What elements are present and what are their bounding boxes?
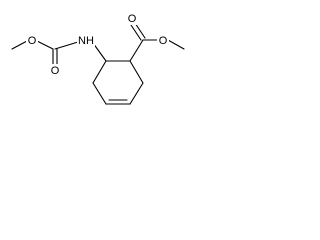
bond-nitrogen-to-ring — [92, 42, 107, 62]
bonds — [11, 22, 185, 105]
bond-ester-oxygen-to-methyl — [167, 39, 185, 50]
bond-methyl-to-carbamate-oxygen — [11, 40, 28, 50]
ester-methyl-oxygen-label: O — [159, 35, 168, 47]
ring-bond-c3-c4 — [129, 82, 144, 105]
ring-bond-c2-c3 — [129, 60, 144, 84]
ester-carbonyl-oxygen-label: O — [128, 13, 137, 25]
chemical-structure-diagram: O O NH O O — [11, 12, 185, 105]
bond-ester-carbonyl-double-a — [130, 24, 142, 41]
ring-bond-c6-c1 — [92, 60, 107, 84]
carbamate-methyl-oxygen-label: O — [28, 35, 37, 47]
bond-carbamate-oxygen-to-carbon — [36, 40, 54, 50]
ring-bond-c5-c6 — [92, 82, 107, 105]
carbamate-carbonyl-oxygen-label: O — [51, 65, 60, 77]
bond-ring-to-ester-carbon — [129, 39, 144, 62]
bond-carbamate-carbon-to-nitrogen — [54, 41, 79, 50]
bond-ester-carbonyl-double-b — [134, 22, 146, 39]
atom-labels: O O NH O O — [26, 12, 169, 77]
nitrogen-nh-label: NH — [78, 35, 94, 47]
